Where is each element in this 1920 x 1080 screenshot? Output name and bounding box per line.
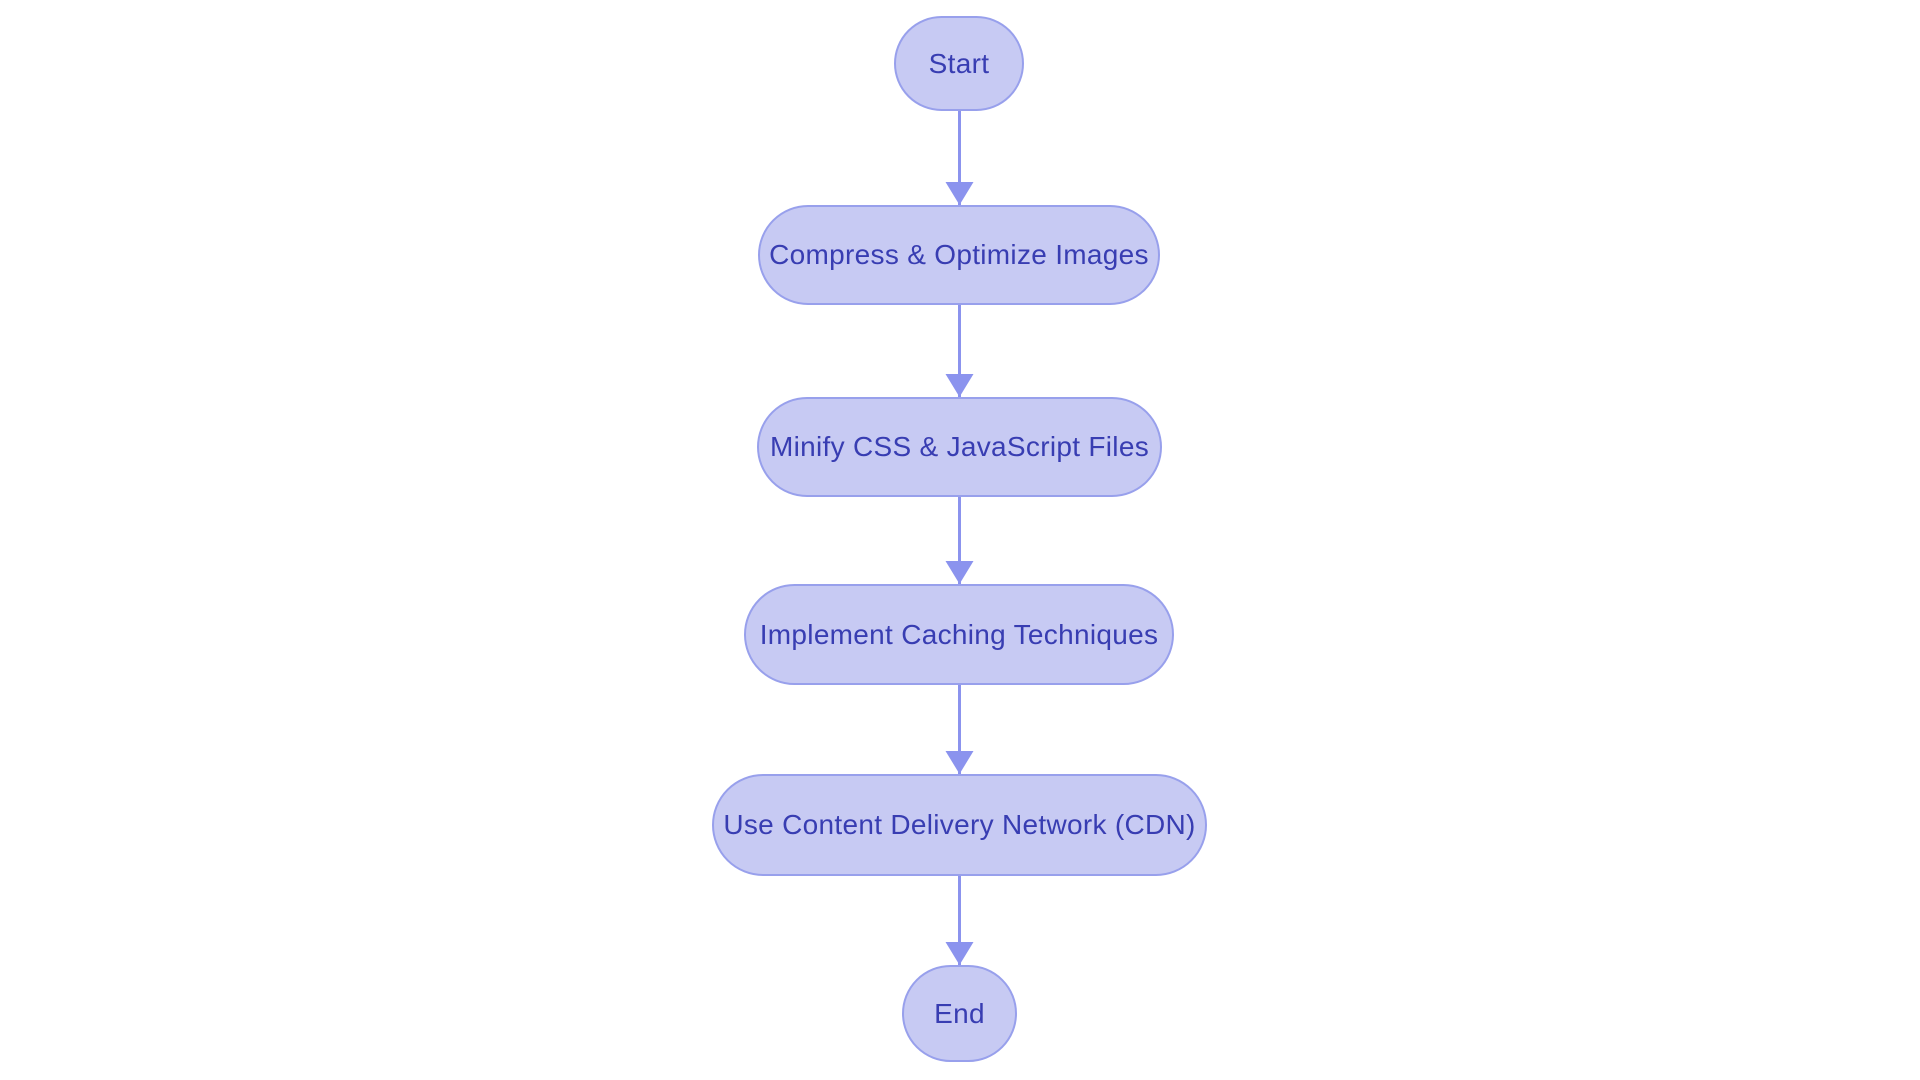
node-end-label: End — [934, 997, 985, 1029]
node-compress-optimize-images-label: Compress & Optimize Images — [769, 239, 1149, 270]
node-use-content-delivery-network-cdn: Use Content Delivery Network (CDN) — [712, 774, 1207, 876]
node-minify-css-javascript-files: Minify CSS & JavaScript Files — [757, 397, 1162, 497]
node-use-content-delivery-network-cdn-label: Use Content Delivery Network (CDN) — [723, 809, 1196, 840]
node-end: End — [902, 965, 1017, 1062]
node-start: Start — [894, 16, 1024, 111]
node-minify-css-javascript-files-label: Minify CSS & JavaScript Files — [769, 431, 1150, 462]
node-implement-caching-techniques-label: Implement Caching Techniques — [759, 618, 1159, 650]
node-compress-optimize-images: Compress & Optimize Images — [758, 205, 1160, 305]
node-start-label: Start — [928, 47, 990, 79]
node-implement-caching-techniques: Implement Caching Techniques — [744, 584, 1174, 685]
